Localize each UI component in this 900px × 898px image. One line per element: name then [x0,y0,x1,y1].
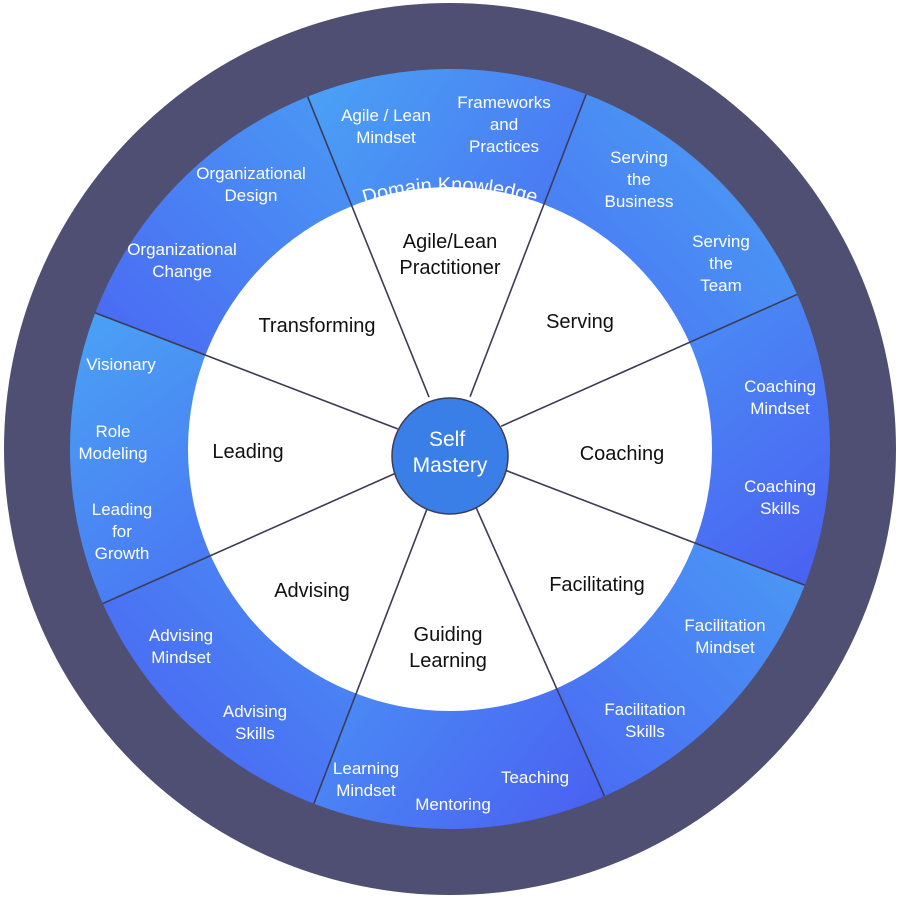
sub-competency-label: Mentoring [415,795,491,814]
segment-divider [313,500,431,805]
self-mastery-label: Self Mastery [413,428,488,477]
self-mastery-center[interactable] [391,397,509,515]
segment-divider [469,93,587,398]
segment-divider [306,96,430,398]
sub-competency-label: Visionary [86,355,156,374]
segment-divider [102,471,400,605]
sub-competency-label: Teaching [501,768,569,787]
segment-divider [500,293,798,427]
category-label: Transforming [258,315,375,337]
category-label: Leading [212,441,283,463]
category-label: Coaching [580,443,665,465]
segment-divider [472,499,606,797]
category-label: Advising [274,580,350,602]
category-label: Facilitating [549,574,645,596]
category-label: Serving [546,311,614,333]
segment-divider [94,312,399,430]
segment-divider [501,468,806,586]
